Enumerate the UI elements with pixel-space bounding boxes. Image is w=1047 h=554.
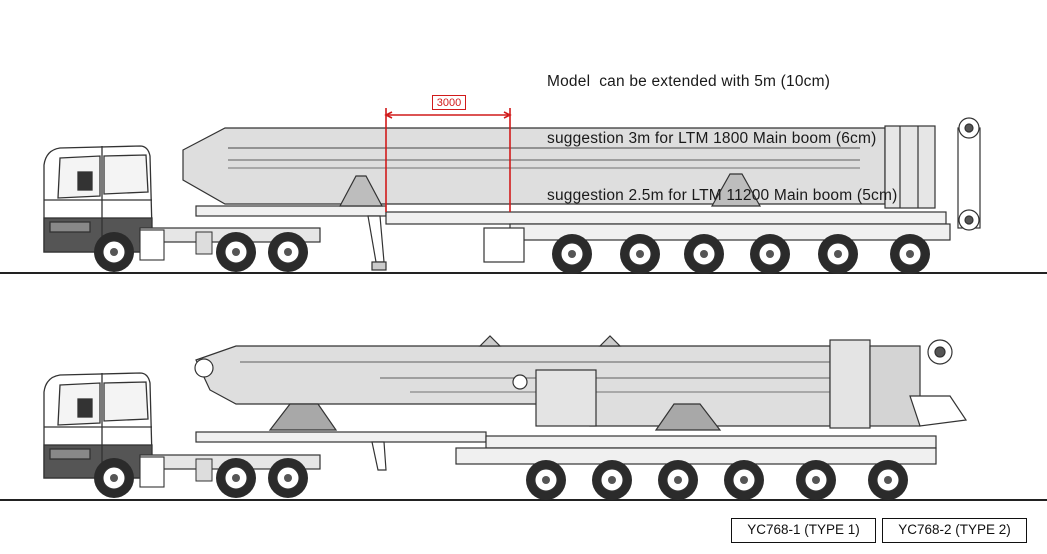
dimension-label: 3000 — [432, 95, 466, 110]
note-line-2: suggestion 3m for LTM 1800 Main boom (6c… — [547, 130, 877, 147]
trailer-wheels-top — [552, 234, 930, 274]
boom-type-1 — [182, 117, 981, 231]
boom-type-2 — [194, 335, 968, 431]
model-tag-type-2: YC768-2 (TYPE 2) — [882, 518, 1027, 543]
vehicle-type-1 — [0, 108, 1047, 274]
tractor-wheels-top — [94, 232, 308, 272]
trailer-wheels-bottom — [526, 460, 908, 500]
vehicle-type-2 — [0, 335, 1047, 501]
tractor-cab-top — [43, 145, 153, 253]
note-line-3: suggestion 2.5m for LTM 11200 Main boom … — [547, 187, 898, 204]
tractor-wheels-bottom — [94, 458, 308, 498]
tractor-cab-bottom — [43, 372, 153, 479]
model-tag-type-1: YC768-1 (TYPE 1) — [731, 518, 876, 543]
dimension-indicator — [384, 108, 512, 212]
extension-notes: Model can be extended with 5m (10cm) sug… — [547, 34, 897, 224]
note-line-1: Model can be extended with 5m (10cm) — [547, 73, 831, 90]
